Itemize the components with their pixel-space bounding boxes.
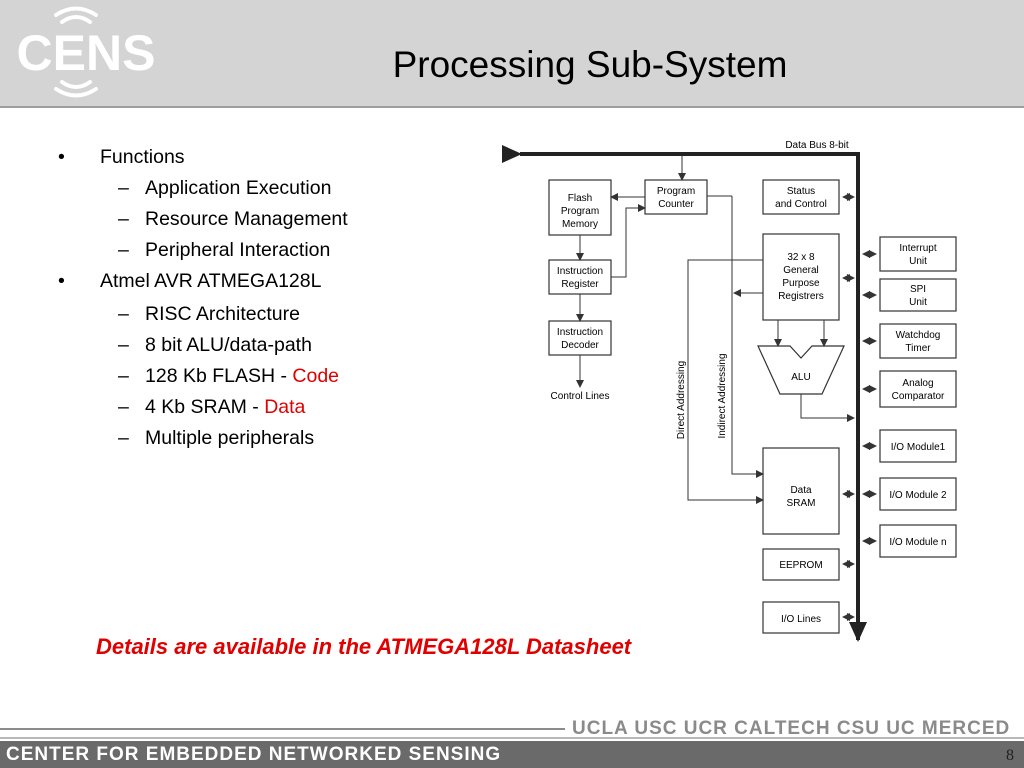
sub-bullet-alu: 8 bit ALU/data-path — [145, 334, 312, 356]
flash-memory-box — [548, 179, 612, 236]
status-control-box — [762, 179, 840, 215]
watchdog-timer-box — [879, 323, 957, 359]
interrupt-line2: Unit — [909, 256, 927, 267]
svg-text:CENS: CENS — [17, 25, 156, 81]
alu-shape — [757, 345, 845, 395]
sub-bullet-marker: – — [118, 365, 129, 387]
spi-unit-box — [879, 278, 957, 312]
gpr-line2: General — [783, 265, 819, 276]
flash-line2: Program — [561, 206, 599, 217]
sub-bullet-risc: RISC Architecture — [145, 303, 300, 325]
alu-label: ALU — [791, 372, 810, 383]
sub-bullet-sram: 4 Kb SRAM - Data — [145, 396, 305, 419]
sub-bullet-marker: – — [118, 303, 129, 325]
data-sram-box — [762, 447, 840, 535]
bullet-functions: Functions — [100, 146, 185, 168]
slide-header: CENS Processing Sub-System — [0, 0, 1024, 108]
gpr-box — [762, 233, 840, 321]
page-number: 8 — [1006, 747, 1014, 764]
eeprom-box — [762, 548, 840, 581]
datasheet-note: Details are available in the ATMEGA128L … — [96, 634, 632, 659]
sram-line2: SRAM — [787, 498, 816, 509]
analog-line2: Comparator — [892, 391, 945, 402]
analog-comparator-box — [879, 370, 957, 408]
decoder-line2: Decoder — [561, 340, 599, 351]
flash-text: 128 Kb FLASH - — [145, 365, 293, 387]
io-module1-label: I/O Module1 — [891, 442, 946, 453]
sub-bullet-flash: 128 Kb FLASH - Code — [145, 365, 339, 388]
sub-bullet-marker: – — [118, 177, 129, 199]
footer-divider-lower — [0, 737, 1024, 739]
bullet-atmel: Atmel AVR ATMEGA128L — [100, 270, 322, 292]
control-lines-label: Control Lines — [551, 391, 610, 402]
ir-line1: Instruction — [557, 266, 603, 277]
sub-bullet-marker: – — [118, 208, 129, 230]
indirect-addressing-label: Indirect Addressing — [717, 353, 728, 438]
sub-bullet-marker: – — [118, 334, 129, 356]
avr-block-diagram: Data Bus 8-bit Flash Program Memory Prog… — [502, 140, 957, 642]
ir-line2: Register — [561, 279, 599, 290]
data-bus-label: Data Bus 8-bit — [785, 140, 849, 151]
bullet-marker: • — [58, 146, 65, 168]
io-lines-box — [762, 601, 840, 634]
cens-logo: CENS — [17, 6, 156, 98]
sram-line1: Data — [790, 485, 812, 496]
footer-divider — [0, 728, 565, 730]
gpr-line4: Registrers — [778, 291, 824, 302]
io-module2-box — [879, 477, 957, 511]
footer-title: CENTER FOR EMBEDDED NETWORKED SENSING — [6, 744, 502, 765]
diagram-connections — [576, 156, 877, 621]
sub-bullet-marker: – — [118, 427, 129, 449]
gpr-line1: 32 x 8 — [787, 252, 815, 263]
eeprom-label: EEPROM — [779, 560, 822, 571]
status-line2: and Control — [775, 199, 827, 210]
io-modulen-label: I/O Module n — [889, 537, 946, 548]
footer-bar — [0, 741, 1024, 768]
sram-text: 4 Kb SRAM - — [145, 396, 265, 418]
watchdog-line2: Timer — [905, 343, 931, 354]
data-highlight: Data — [264, 396, 306, 418]
watchdog-line1: Watchdog — [896, 330, 941, 341]
status-line1: Status — [787, 186, 815, 197]
program-counter-box — [644, 179, 708, 215]
flash-line1: Flash — [568, 193, 592, 204]
sub-bullet-resource: Resource Management — [145, 208, 348, 230]
flash-line3: Memory — [562, 219, 598, 230]
data-bus — [502, 145, 867, 642]
sub-bullet-peripherals: Multiple peripherals — [145, 427, 315, 449]
code-highlight: Code — [292, 365, 340, 387]
decoder-line1: Instruction — [557, 327, 603, 338]
gpr-line3: Purpose — [782, 278, 820, 289]
spi-line2: Unit — [909, 297, 927, 308]
footer-schools: UCLA USC UCR CALTECH CSU UC MERCED — [572, 718, 1011, 739]
io-module2-label: I/O Module 2 — [889, 490, 947, 501]
sub-bullet-peripheral: Peripheral Interaction — [145, 239, 331, 261]
pc-line1: Program — [657, 186, 695, 197]
interrupt-unit-box — [879, 236, 957, 272]
direct-addressing-label: Direct Addressing — [676, 361, 687, 439]
sub-bullet-marker: – — [118, 239, 129, 261]
io-modulen-box — [879, 524, 957, 558]
instruction-register-box — [548, 259, 612, 295]
bullet-marker: • — [58, 270, 65, 292]
page-title: Processing Sub-System — [392, 44, 788, 85]
io-lines-label: I/O Lines — [781, 614, 821, 625]
interrupt-line1: Interrupt — [899, 243, 936, 254]
analog-line1: Analog — [902, 378, 933, 389]
io-module1-box — [879, 429, 957, 463]
pc-line2: Counter — [658, 199, 694, 210]
sub-bullet-app-exec: Application Execution — [145, 177, 332, 199]
spi-line1: SPI — [910, 284, 926, 295]
sub-bullet-marker: – — [118, 396, 129, 418]
